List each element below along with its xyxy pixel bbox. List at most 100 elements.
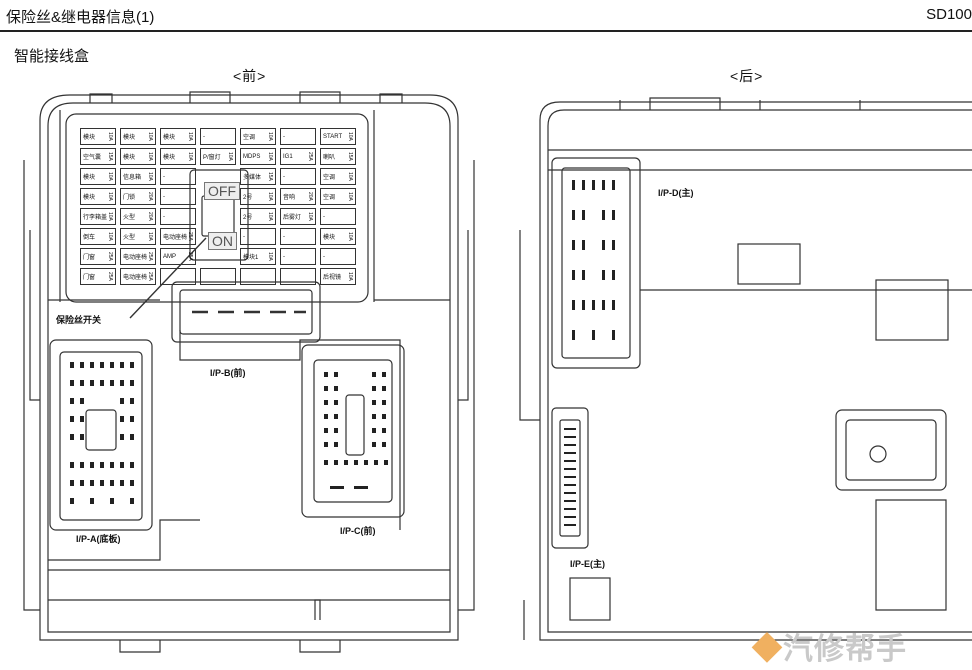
fuse-amp: 10A: [307, 212, 313, 221]
fuse-cell: 模块 10A: [320, 228, 356, 245]
fuse-name: -: [283, 253, 285, 260]
rear-view-title: <后>: [730, 68, 764, 84]
fuse-cell: 空气囊 15A: [80, 148, 116, 165]
fuse-amp: 25A: [187, 252, 193, 261]
switch-on-label: ON: [208, 232, 237, 250]
fuse-name: -: [163, 213, 165, 220]
fuse-cell: -: [240, 228, 276, 245]
fuse-amp: 15A: [347, 152, 353, 161]
fuse-name: 模块: [163, 135, 176, 141]
fuse-name: 后雾灯: [283, 215, 302, 221]
fuse-name: 模块: [83, 135, 96, 141]
ip-a-label: I/P-A(底板): [76, 534, 121, 544]
fuse-cell: 火型 20A: [120, 208, 156, 225]
fuse-amp: 10A: [187, 132, 193, 141]
fuse-name: -: [283, 133, 285, 140]
fuse-name: -: [283, 173, 285, 180]
fuse-cell: -: [200, 128, 236, 145]
fuse-cell: 后雾灯 10A: [280, 208, 316, 225]
fuse-switch-body: [189, 169, 249, 261]
fuse-switch-label: 保险丝开关: [56, 315, 102, 325]
fuse-name: 空气囊: [83, 155, 102, 161]
fuse-name: 倒车: [83, 235, 96, 241]
fuse-amp: 10A: [187, 152, 193, 161]
ip-e-connector: [551, 407, 589, 549]
fuse-amp: 25A: [107, 252, 113, 261]
fuse-cell: -: [280, 128, 316, 145]
fuse-cell: -: [320, 248, 356, 265]
fuse-amp: 10A: [347, 172, 353, 181]
fuse-name: 模块: [323, 235, 336, 241]
rear-housing-outline: [539, 101, 972, 641]
fuse-name: AMP: [163, 253, 177, 260]
fuse-cell: -: [280, 168, 316, 185]
fuse-name: 门窗: [83, 255, 96, 261]
fuse-name: 模块1: [243, 255, 259, 261]
fuse-cell: 空调 10A: [320, 168, 356, 185]
ip-c-label: I/P-C(前): [340, 526, 376, 536]
fuse-amp: 10A: [267, 152, 273, 161]
fuse-name: 多媒体: [243, 175, 262, 181]
fuse-cell: -: [320, 208, 356, 225]
watermark: ◆汽修帮手: [752, 633, 907, 666]
fuse-name: 2号: [243, 215, 253, 221]
fuse-amp: 10A: [107, 192, 113, 201]
fuse-cell: 空调 10A: [320, 188, 356, 205]
page-subtitle: 智能接线盒: [14, 48, 90, 65]
fuse-name: 门锁: [123, 195, 136, 201]
fuse-name: -: [203, 133, 205, 140]
fuse-name: -: [243, 233, 245, 240]
fuse-amp: 20A: [147, 212, 153, 221]
fuse-cell: -: [160, 168, 196, 185]
page-header: 保险丝&继电器信息(1) SD100: [0, 0, 972, 32]
fuse-amp: 25A: [147, 252, 153, 261]
fuse-name: -: [283, 233, 285, 240]
fuse-name: 模块: [123, 155, 136, 161]
fuse-amp: 10A: [267, 252, 273, 261]
front-housing-outline: [39, 94, 459, 641]
switch-off-label: OFF: [204, 182, 240, 200]
fuse-amp: 10A: [147, 172, 153, 181]
fuse-amp: 10A: [227, 152, 233, 161]
fuse-cell: [200, 268, 236, 285]
fuse-name: 音响: [283, 195, 296, 201]
ip-c-pins: [324, 372, 388, 489]
fuse-name: 电动座椅: [163, 235, 188, 241]
fuse-name: 电动座椅: [123, 255, 148, 261]
fuse-name: -: [323, 213, 325, 220]
fuse-amp: 10A: [147, 232, 153, 241]
fuse-amp: 25A: [187, 232, 193, 241]
fuse-name: 行李箱盖: [83, 215, 108, 221]
ip-e-label: I/P-E(主): [570, 559, 605, 569]
fuse-name: 空调: [323, 175, 336, 181]
fuse-amp: 10A: [347, 272, 353, 281]
fuse-cell: AMP 25A: [160, 248, 196, 265]
fuse-name: 空调: [323, 195, 336, 201]
fuse-name: 火型: [123, 215, 136, 221]
fuse-amp: 10A: [347, 192, 353, 201]
fuse-cell: 模块 10A: [160, 128, 196, 145]
fuse-cell: -: [280, 248, 316, 265]
ip-b-label: I/P-B(前): [210, 368, 246, 378]
fuse-amp: 10A: [347, 232, 353, 241]
fuse-cell: [160, 268, 196, 285]
fuse-name: 喇叭: [323, 155, 336, 161]
fuse-amp: 15A: [107, 152, 113, 161]
fuse-amp: 20A: [147, 192, 153, 201]
fuse-amp: 10A: [107, 212, 113, 221]
